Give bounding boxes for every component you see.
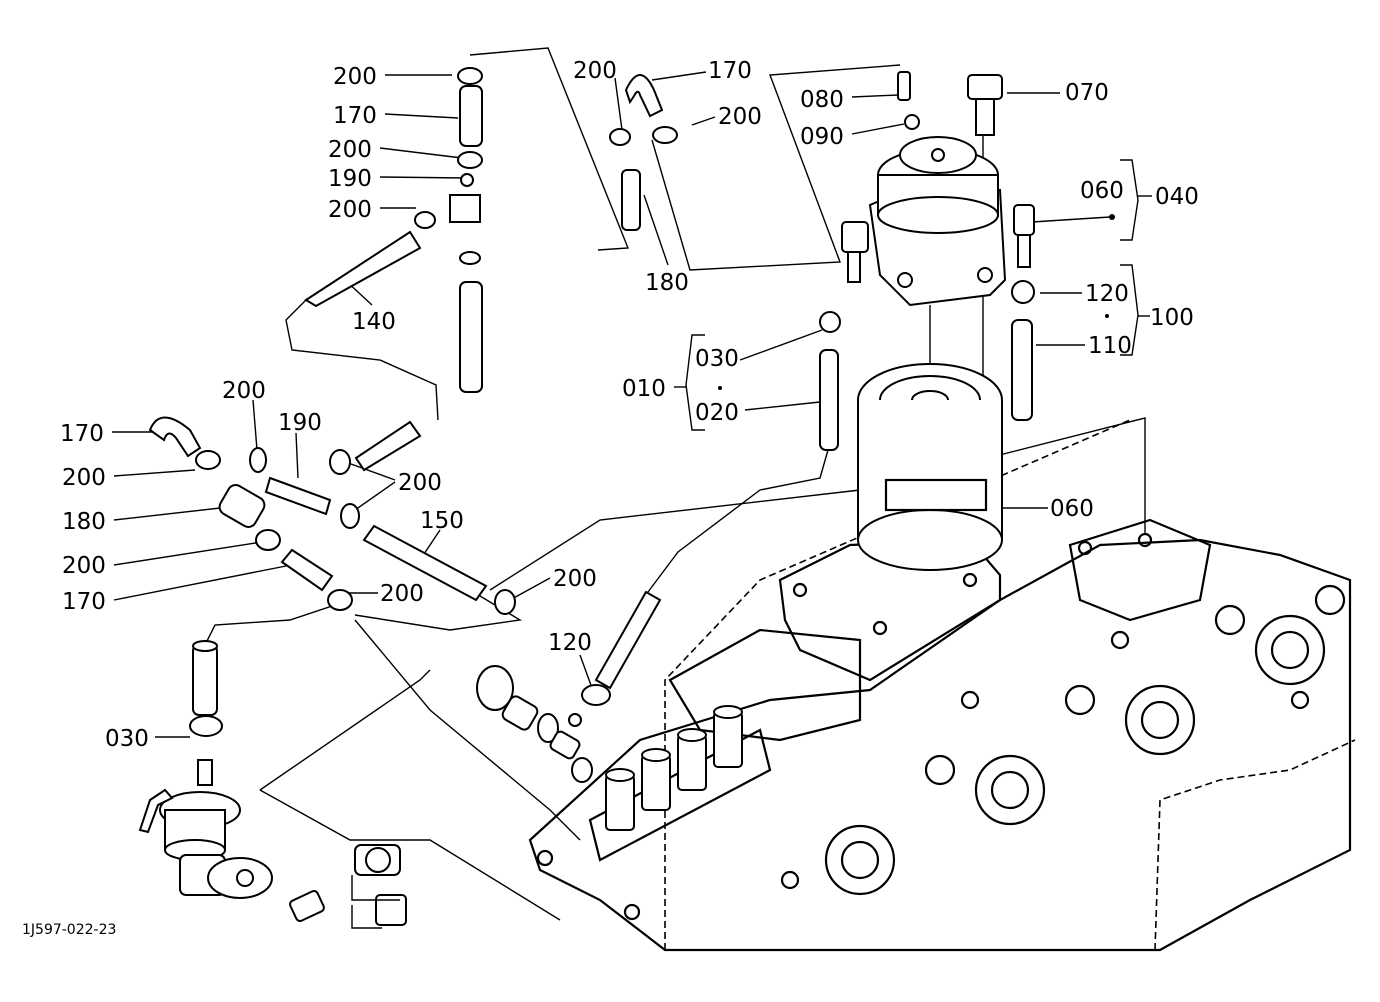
label-080: 080 [800,87,844,113]
fuel-hoses [148,74,664,690]
hose-clamps [189,67,678,737]
label-200: 200 [62,465,106,491]
label-200: 200 [333,64,377,90]
part-labels: 200 170 200 190 200 140 200 170 200 180 … [22,58,1199,938]
label-120: 120 [548,630,592,656]
label-200: 200 [328,197,372,223]
label-170: 170 [60,421,104,447]
label-200: 200 [718,104,762,130]
label-040: 040 [1155,184,1199,210]
label-030: 030 [695,346,739,372]
label-170: 170 [333,103,377,129]
label-060: 060 [1050,496,1094,522]
label-060: 060 [1080,178,1124,204]
label-200: 200 [328,137,372,163]
head-port [536,532,1346,921]
fuel-feed-pump [138,640,407,929]
label-190: 190 [278,410,322,436]
label-030: 030 [105,726,149,752]
label-010: 010 [622,376,666,402]
label-170: 170 [62,589,106,615]
fuel-filter-assembly [819,71,1035,571]
label-150: 150 [420,508,464,534]
label-190: 190 [328,166,372,192]
label-020: 020 [695,400,739,426]
injection-pump [476,665,772,862]
label-180: 180 [645,270,689,296]
label-070: 070 [1065,80,1109,106]
bracket-dots [718,214,1115,390]
drawing-code: 1J597-022-23 [22,922,116,938]
label-200: 200 [62,553,106,579]
label-100: 100 [1150,305,1194,331]
label-200: 200 [573,58,617,84]
label-090: 090 [800,124,844,150]
label-110: 110 [1088,333,1132,359]
label-200: 200 [398,470,442,496]
label-200: 200 [380,581,424,607]
label-170: 170 [708,58,752,84]
label-200: 200 [222,378,266,404]
label-200: 200 [553,566,597,592]
label-120: 120 [1085,281,1129,307]
label-140: 140 [352,309,396,335]
label-180: 180 [62,509,106,535]
